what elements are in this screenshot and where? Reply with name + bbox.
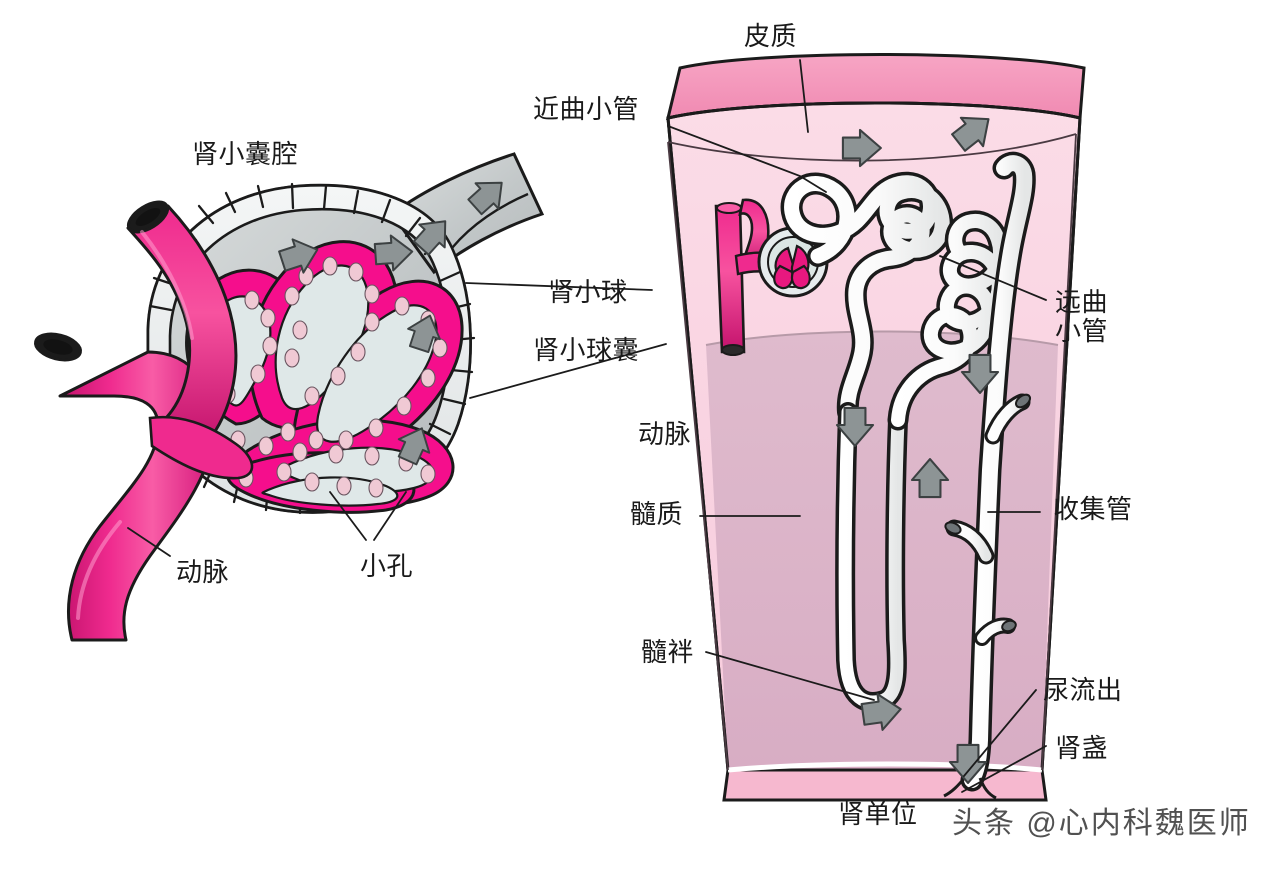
leader-artery-left: [127, 527, 171, 557]
label-glomerular-capsule: 肾小球囊: [533, 335, 640, 365]
leader-urine-outflow: [963, 689, 1037, 777]
arteriole-artery: [33, 200, 254, 642]
leader-lines-left: [127, 282, 667, 557]
arteriole-cut-end: [721, 344, 745, 356]
label-renal-calyx: 肾盏: [1055, 733, 1109, 763]
label-proximal-tubule: 近曲小管: [533, 94, 640, 124]
leader-distal-tubule: [939, 255, 1047, 301]
leader-loop-of-henle: [705, 651, 875, 701]
label-distal-tubule: 远曲 小管: [1055, 287, 1109, 347]
leader-proximal-tubule: [667, 125, 827, 193]
nephron-group: [665, 53, 1086, 802]
label-cortex: 皮质: [744, 21, 798, 51]
label-artery-left: 动脉: [176, 557, 230, 587]
leader-glomerulus: [465, 282, 653, 291]
label-urine-outflow: 尿流出: [1043, 675, 1123, 705]
leader-pore-b: [373, 491, 407, 541]
proximal-convoluted-tubule: [780, 171, 954, 423]
medulla-top-edge: [705, 330, 1059, 346]
leader-lines-right: [667, 59, 1047, 793]
label-glomerulus: 肾小球: [548, 277, 628, 307]
leader-capsule: [469, 343, 667, 399]
label-collecting-duct: 收集管: [1053, 494, 1133, 524]
leader-renal-calyx: [961, 745, 1047, 793]
label-medulla: 髓质: [630, 499, 684, 529]
distal-convoluted-tubule: [887, 210, 1011, 431]
collecting-duct-branches: [944, 393, 1032, 646]
collecting-duct: [943, 151, 1036, 800]
watermark: 头条 @心内科魏医师: [952, 807, 1251, 840]
label-pore: 小孔: [360, 551, 414, 581]
nephron-glomerulus: [757, 226, 829, 298]
label-artery-mid: 动脉: [638, 419, 692, 449]
leader-cortex: [799, 59, 809, 133]
medulla-region: [706, 331, 1058, 770]
label-nephron-caption: 肾单位: [838, 799, 918, 829]
cone-wedge-lines: [667, 133, 1077, 771]
renal-corpuscle-group: [33, 152, 545, 642]
leader-pore-a: [329, 491, 367, 541]
label-capsular-space: 肾小囊腔: [192, 139, 299, 169]
renal-pelvis-band: [722, 768, 1048, 802]
label-loop-of-henle: 髓袢: [641, 637, 695, 667]
